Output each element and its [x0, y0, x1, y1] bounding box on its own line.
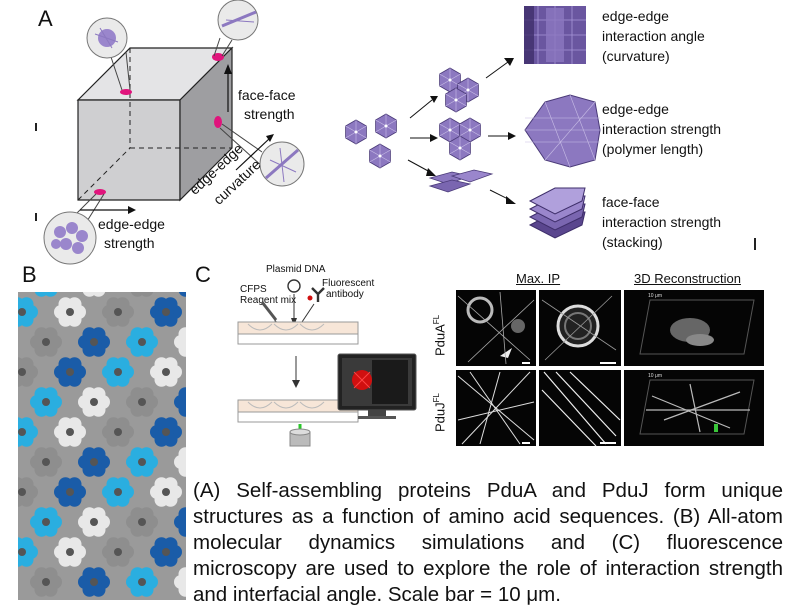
reconstruction-pduj — [624, 370, 764, 446]
reconstruction-pdua — [624, 290, 764, 366]
figure-caption: (A) Self-assembling proteins PduA and Pd… — [193, 478, 783, 608]
micrograph-pduj-ip-1 — [456, 370, 536, 446]
micrograph-pduj-ip-2 — [539, 370, 621, 446]
scale-label-pdua: 10 μm — [648, 293, 662, 299]
scale-label-pduj: 10 μm — [648, 373, 662, 379]
micrograph-pdua-ip-2 — [539, 290, 621, 366]
micrograph-pdua-ip-1 — [456, 290, 536, 366]
